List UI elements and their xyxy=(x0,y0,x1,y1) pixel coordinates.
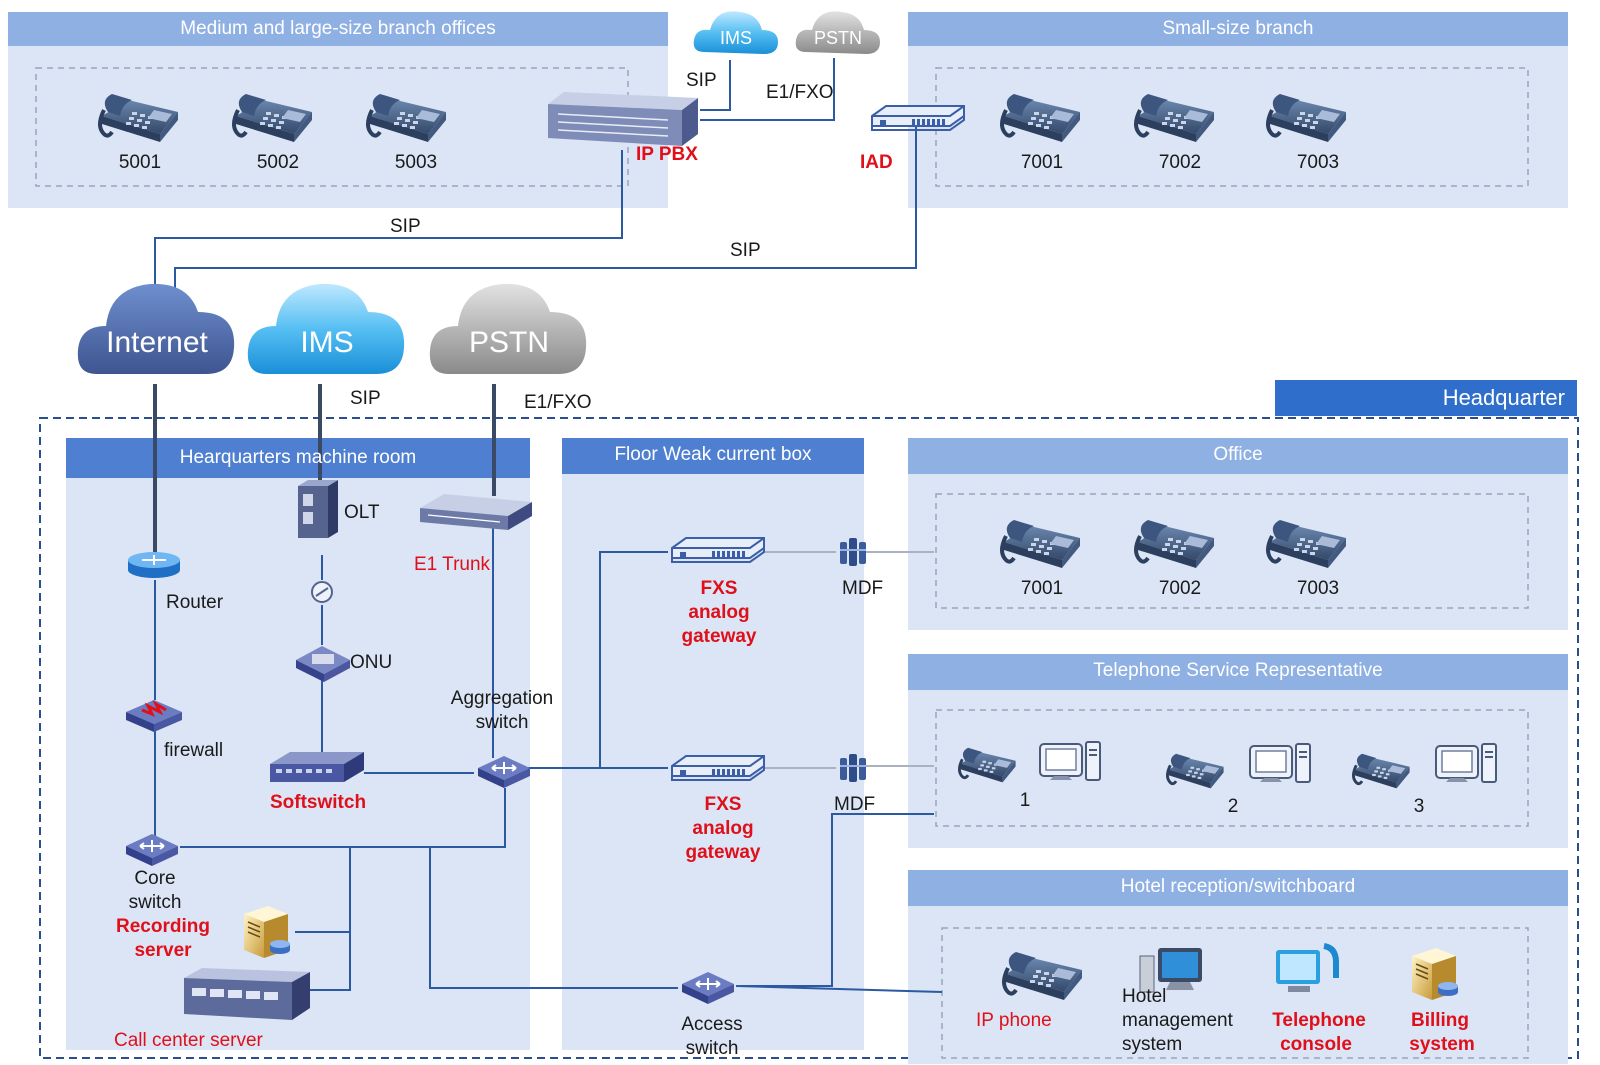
mdf-icon xyxy=(839,753,867,783)
mdf-1-label: MDF xyxy=(842,578,884,599)
core-switch-label: Core xyxy=(134,868,176,889)
billing-server-icon xyxy=(1411,947,1459,1001)
machine-room-panel xyxy=(66,438,530,1050)
ims-cloud xyxy=(247,283,405,374)
olt-label: OLT xyxy=(344,502,380,523)
firewall-label: firewall xyxy=(164,740,224,761)
recording-server-label: Recording xyxy=(116,916,210,937)
mdf-links xyxy=(764,551,934,769)
iad-label: IAD xyxy=(860,152,893,173)
softswitch-label: Softswitch xyxy=(270,792,367,813)
aggregation-label: Aggregation xyxy=(450,688,554,709)
small-branch-panel xyxy=(908,12,1568,208)
fxs-gateway-2-label: FXS xyxy=(704,794,742,815)
call-center-label: Call center server xyxy=(114,1030,263,1051)
hotel-management-pc-icon xyxy=(1139,948,1202,993)
branch-phone-number: 5003 xyxy=(394,152,438,173)
floor-box-panel xyxy=(562,438,864,1050)
hotel-title: Hotel reception/switchboard xyxy=(1120,876,1356,897)
small-branch-title: Small-size branch xyxy=(1162,18,1314,39)
headquarter-region xyxy=(39,380,1579,1059)
mdf-2-label: MDF xyxy=(834,794,876,815)
iad-gateway-icon xyxy=(871,105,965,131)
medium-large-branch-title: Medium and large-size branch offices xyxy=(180,18,496,39)
office-phone-number: 7001 xyxy=(1020,578,1064,599)
e1-trunk-label: E1 Trunk xyxy=(414,554,491,575)
hotel-management-label-3: system xyxy=(1122,1034,1183,1055)
internet-cloud xyxy=(77,283,235,374)
sip-top-label: SIP xyxy=(686,70,717,91)
tsr-seat-number: 1 xyxy=(1019,790,1031,811)
office-phone-number: 7002 xyxy=(1158,578,1202,599)
ip-pbx-icon xyxy=(548,92,698,146)
pstn-label: PSTN xyxy=(468,326,549,359)
branch-phone-number: 5001 xyxy=(118,152,162,173)
internet-label: Internet xyxy=(106,326,208,359)
small-phone-number: 7002 xyxy=(1158,152,1202,173)
splitter-icon xyxy=(311,581,333,603)
e1fxo-hq-label: E1/FXO xyxy=(524,392,592,413)
billing-system-label: Billing xyxy=(1410,1010,1470,1031)
branch-phone-number: 5002 xyxy=(256,152,300,173)
cloud-uplinks xyxy=(153,384,496,556)
fxs-gateway-1-label-2: analog xyxy=(688,602,750,623)
firewall-icon xyxy=(126,700,182,732)
top-pstn-label: PSTN xyxy=(813,28,862,48)
telephone-console-label-2: console xyxy=(1280,1034,1352,1055)
recording-server-icon xyxy=(243,905,291,959)
core-switch-label-2: switch xyxy=(128,892,182,913)
tsr-seat-number: 3 xyxy=(1413,796,1425,817)
hotel-management-label: Hotel xyxy=(1122,986,1167,1007)
recording-server-label-2: server xyxy=(134,940,192,961)
sip-branch-label: SIP xyxy=(390,216,421,237)
sip-small-label: SIP xyxy=(730,240,761,261)
router-icon xyxy=(128,552,180,578)
olt-icon xyxy=(298,480,338,538)
onu-icon xyxy=(296,646,350,682)
aggregation-label-2: switch xyxy=(475,712,529,733)
ip-pbx-label: IP PBX xyxy=(636,144,698,165)
mdf-icon xyxy=(839,537,867,567)
tsr-title: Telephone Service Representative xyxy=(1093,660,1383,681)
telephone-console-label: Telephone xyxy=(1272,1010,1366,1031)
sip-hq-label: SIP xyxy=(350,388,381,409)
pstn-cloud xyxy=(429,283,587,374)
billing-system-label-2: system xyxy=(1409,1034,1475,1055)
softswitch-icon xyxy=(270,752,364,782)
top-ims-cloud xyxy=(693,11,778,55)
tsr-seat-number: 2 xyxy=(1227,796,1239,817)
small-phone-number: 7003 xyxy=(1296,152,1340,173)
e1-trunk-icon xyxy=(420,494,532,530)
ims-label: IMS xyxy=(300,326,354,359)
hotel-panel xyxy=(908,870,1568,1064)
fxs-gateway-1-label: FXS xyxy=(700,578,738,599)
office-phone-number: 7003 xyxy=(1296,578,1340,599)
fxs-gateway-2-label-3: gateway xyxy=(685,842,761,863)
fxs-gateway-1-label-3: gateway xyxy=(681,626,757,647)
small-phone-number: 7001 xyxy=(1020,152,1064,173)
ip-phone-label: IP phone xyxy=(976,1010,1052,1031)
e1fxo-top-label: E1/FXO xyxy=(766,82,834,103)
top-pstn-cloud xyxy=(795,11,880,55)
telephone-console-icon xyxy=(1276,943,1339,992)
call-center-server-icon xyxy=(184,968,310,1020)
office-title: Office xyxy=(1213,444,1263,465)
fxs-gateway-icon xyxy=(671,755,765,781)
fxs-gateway-icon xyxy=(671,537,765,563)
floor-box-title: Floor Weak current box xyxy=(614,444,812,465)
access-switch-label-2: switch xyxy=(685,1038,739,1059)
router-label: Router xyxy=(166,592,224,613)
headquarter-title: Headquarter xyxy=(1442,385,1565,410)
top-ims-label: IMS xyxy=(719,28,752,48)
hotel-management-label-2: management xyxy=(1122,1010,1233,1031)
access-switch-label: Access xyxy=(681,1014,743,1035)
onu-label: ONU xyxy=(350,652,393,673)
connection-lines xyxy=(154,58,943,993)
fxs-gateway-2-label-2: analog xyxy=(692,818,754,839)
machine-room-title: Hearquarters machine room xyxy=(179,447,417,468)
